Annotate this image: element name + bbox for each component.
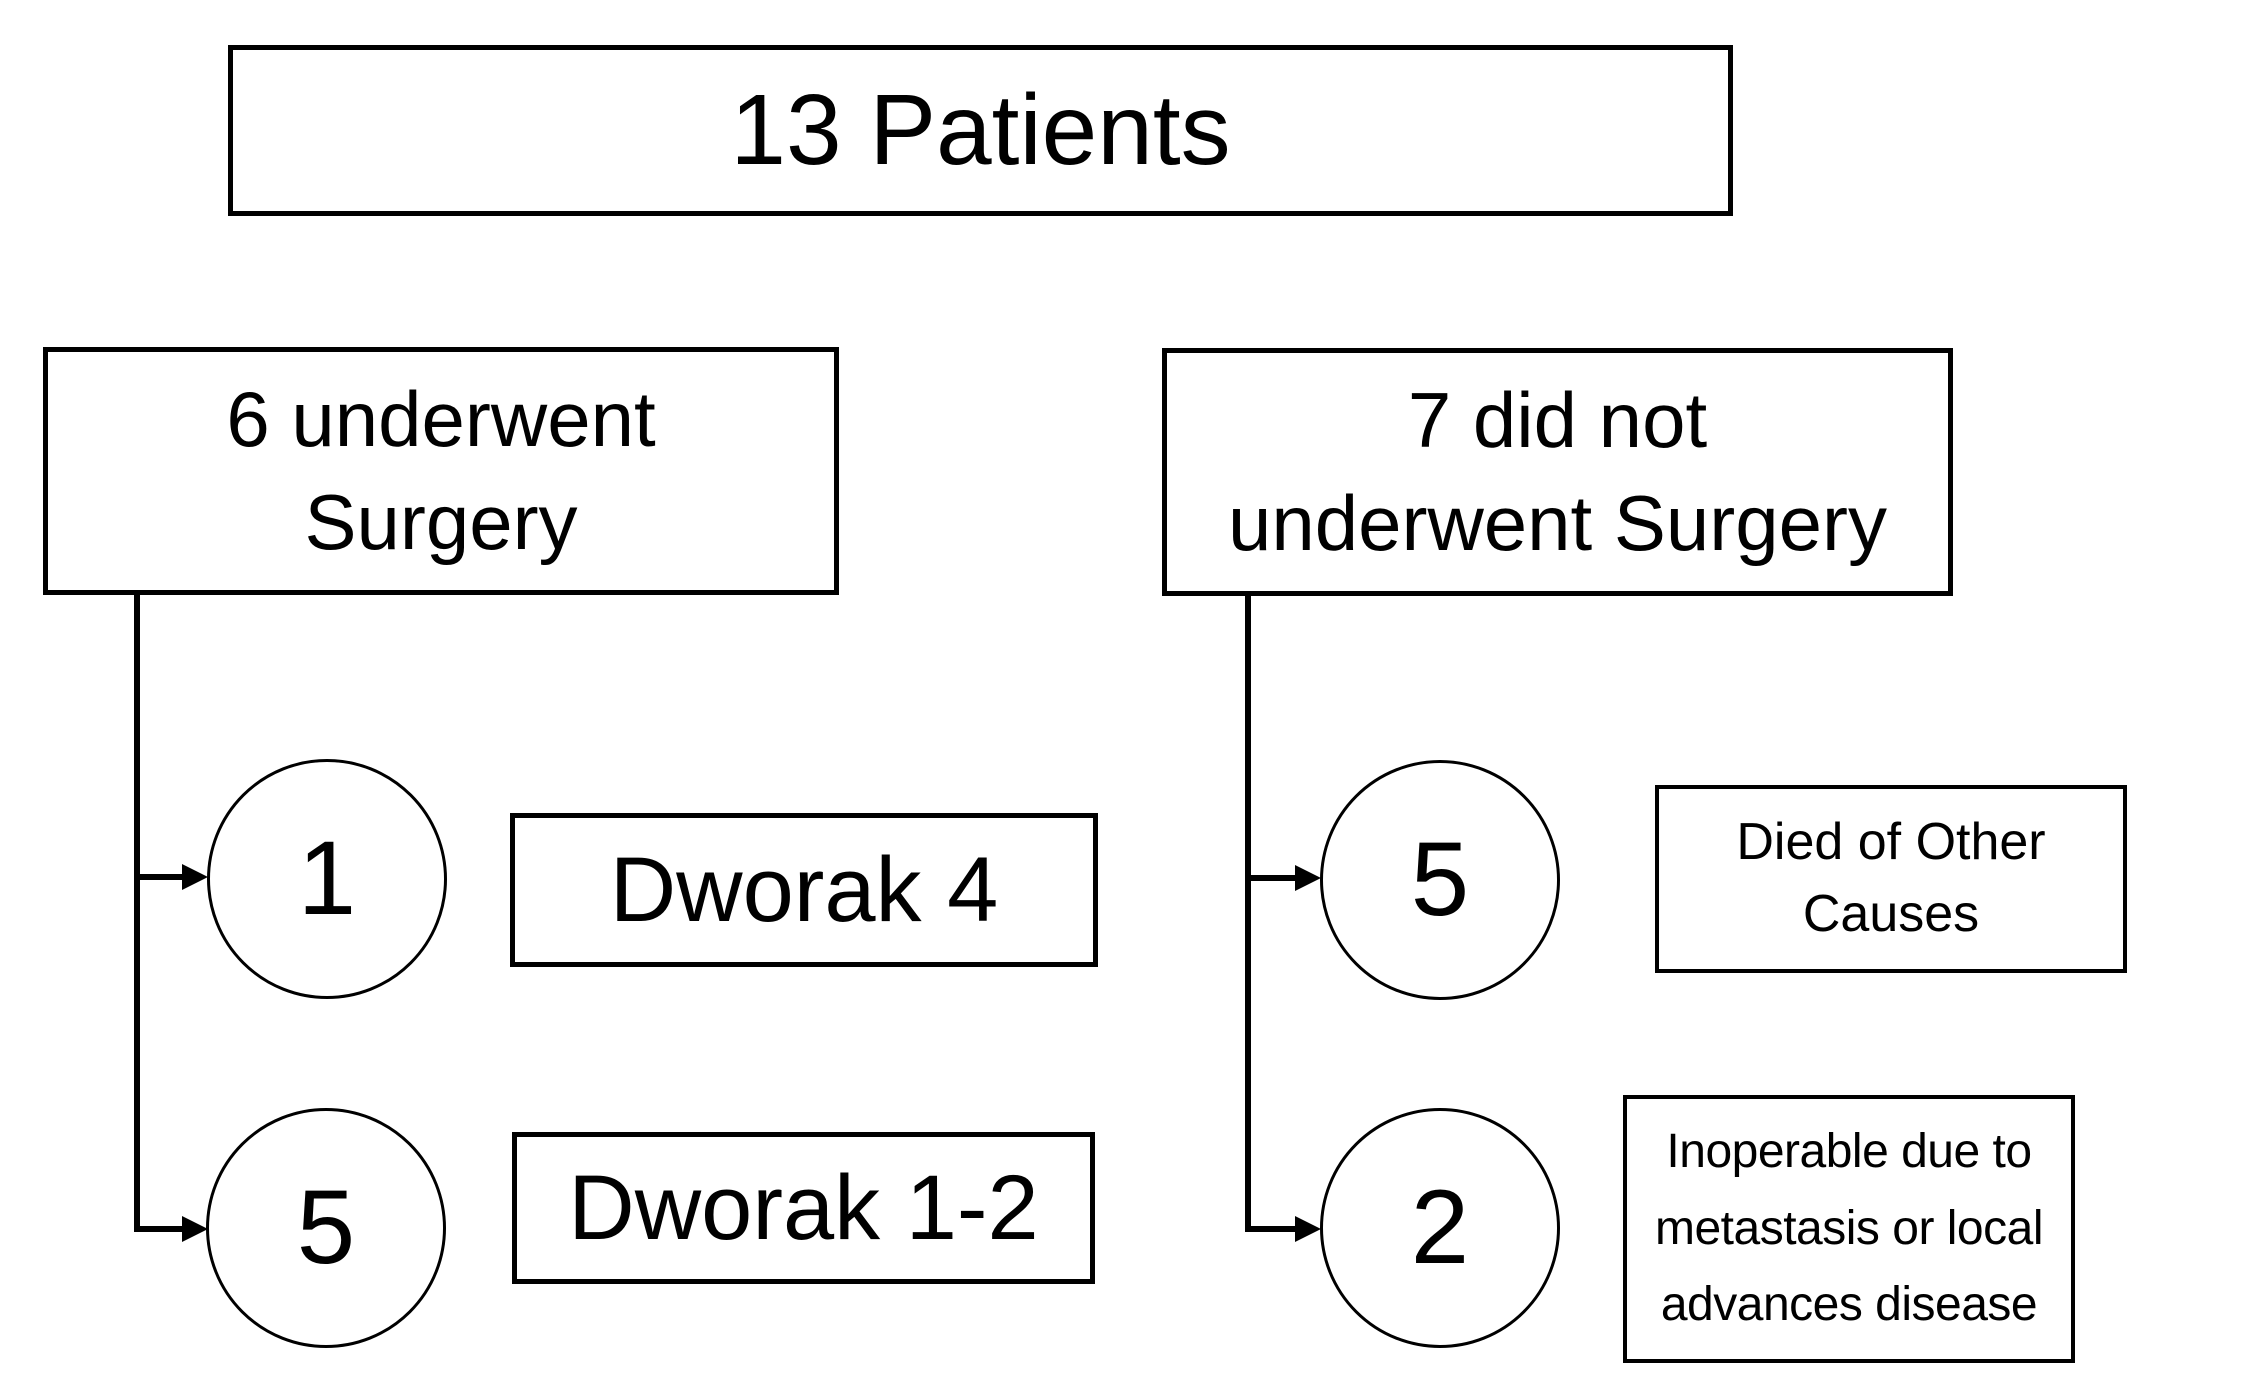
outcome-box-inoperable: Inoperable due to metastasis or local ad… — [1623, 1095, 2075, 1363]
outcome-label-line2: Causes — [1802, 885, 1980, 943]
count-value: 2 — [1410, 1169, 1470, 1286]
outcome-label: Dworak 4 — [609, 838, 999, 941]
branch-node-surgery: 6 underwent Surgery — [43, 347, 839, 595]
arrowhead-right-1 — [1295, 865, 1321, 891]
outcome-label-line2: metastasis or local — [1655, 1201, 2043, 1255]
count-value: 1 — [297, 820, 357, 937]
arrowhead-left-1 — [182, 864, 208, 890]
branch-node-no-surgery: 7 did not underwent Surgery — [1162, 348, 1953, 596]
outcome-label-line3: advances disease — [1660, 1278, 2038, 1332]
outcome-label-line1: Died of Other — [1736, 813, 2046, 872]
count-value: 5 — [296, 1169, 356, 1286]
root-node-label: 13 Patients — [730, 74, 1231, 186]
root-node-total-patients: 13 Patients — [228, 45, 1733, 216]
arrowhead-right-2 — [1295, 1216, 1321, 1242]
count-circle-dworak12: 5 — [206, 1108, 446, 1348]
count-circle-inoperable: 2 — [1320, 1108, 1560, 1348]
outcome-label: Dworak 1-2 — [568, 1156, 1039, 1259]
branch-surgery-label-line1: 6 underwent — [226, 375, 656, 464]
connector-left-elbow — [134, 595, 196, 1232]
branch-no-surgery-label-line2: underwent Surgery — [1227, 479, 1888, 567]
branch-no-surgery-label-line1: 7 did not — [1407, 376, 1708, 465]
outcome-box-dworak4: Dworak 4 — [510, 813, 1098, 967]
count-circle-died-other-causes: 5 — [1320, 760, 1560, 1000]
connector-right-elbow — [1245, 596, 1309, 1232]
outcome-box-died-other-causes: Died of Other Causes — [1655, 785, 2127, 973]
count-value: 5 — [1410, 821, 1470, 938]
arrowhead-left-2 — [182, 1216, 208, 1242]
outcome-box-dworak12: Dworak 1-2 — [512, 1132, 1095, 1284]
outcome-label-line1: Inoperable due to — [1666, 1124, 2032, 1178]
branch-surgery-label-line2: Surgery — [304, 478, 578, 566]
count-circle-dworak4: 1 — [207, 759, 447, 999]
